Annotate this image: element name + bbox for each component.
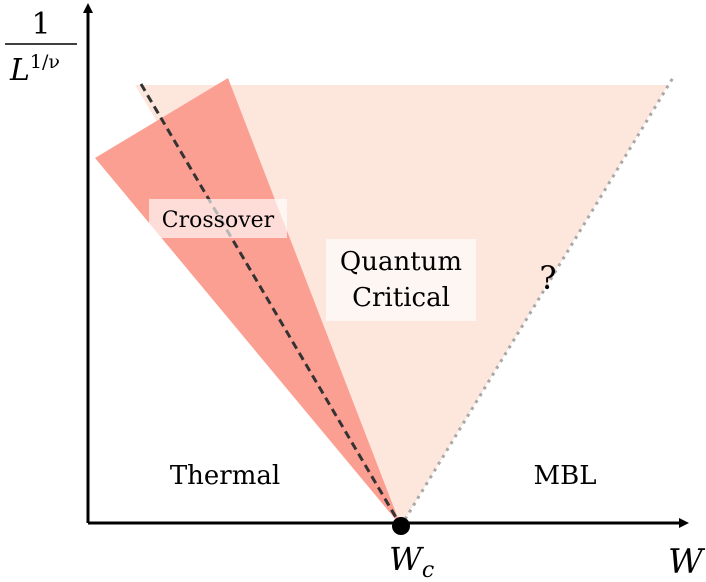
critical-point-label: Wc (389, 540, 434, 582)
crossover-dashed-line (139, 83, 403, 527)
thermal-phase-label: Thermal (170, 461, 280, 491)
y-axis-label-numerator: 1 (31, 7, 50, 42)
quantum-critical-label-line1: Quantum (340, 247, 462, 277)
mbl-phase-label: MBL (534, 461, 597, 491)
mbl-boundary-question-mark: ? (539, 259, 556, 297)
y-axis-label-denominator: L1/ν (9, 51, 60, 88)
critical-point-marker (392, 517, 410, 535)
quantum-critical-label-line2: Critical (352, 283, 450, 313)
x-axis-label: W (668, 542, 706, 582)
crossover-label: Crossover (162, 208, 275, 233)
crossover-label-background (149, 199, 287, 238)
crossover-region (95, 78, 401, 526)
quantum-critical-label-background (326, 239, 476, 321)
